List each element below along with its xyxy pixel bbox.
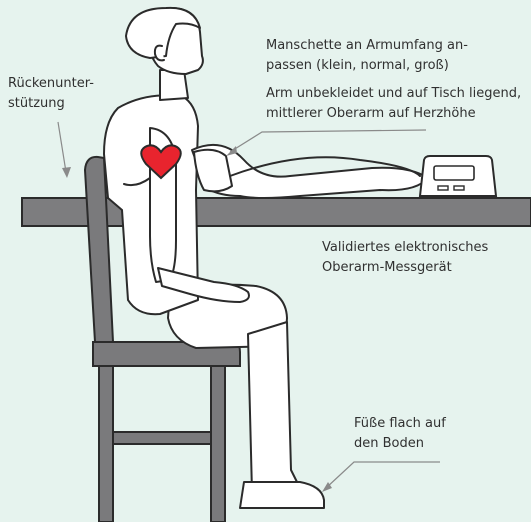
- foot: [240, 482, 324, 508]
- leader-back: [58, 122, 66, 172]
- label-cuff-line2: passen (klein, normal, groß): [266, 56, 468, 76]
- monitor-screen: [434, 166, 474, 180]
- blood-pressure-monitor-icon: [420, 156, 496, 196]
- label-back-support: Rückenunter- stützung: [8, 74, 94, 114]
- label-cuff-size: Manschette an Armumfang an- passen (klei…: [266, 36, 468, 76]
- chair-leg-right: [211, 366, 225, 522]
- chair-rail: [113, 432, 211, 444]
- arrowhead-back: [62, 167, 71, 178]
- label-feet-line2: den Boden: [354, 434, 446, 454]
- blood-pressure-cuff: [194, 150, 232, 192]
- label-arm-line2: mittlerer Oberarm auf Herzhöhe: [266, 104, 521, 124]
- label-device-line1: Validiertes elektronisches: [322, 238, 488, 258]
- label-feet-line1: Füße flach auf: [354, 414, 446, 434]
- label-back-line2: stützung: [8, 94, 94, 114]
- monitor-button-left: [438, 186, 448, 190]
- label-feet: Füße flach auf den Boden: [354, 414, 446, 454]
- label-device-line2: Oberarm-Messgerät: [322, 258, 488, 278]
- chair-leg-left: [99, 366, 113, 522]
- label-arm-position: Arm unbekleidet und auf Tisch liegend, m…: [266, 84, 521, 124]
- leader-feet: [326, 462, 440, 488]
- label-device: Validiertes elektronisches Oberarm-Messg…: [322, 238, 488, 278]
- label-back-line1: Rückenunter-: [8, 74, 94, 94]
- monitor-button-right: [454, 186, 464, 190]
- label-arm-line1: Arm unbekleidet und auf Tisch liegend,: [266, 84, 521, 104]
- leader-arm: [230, 130, 426, 152]
- label-cuff-line1: Manschette an Armumfang an-: [266, 36, 468, 56]
- lower-leg: [248, 322, 299, 492]
